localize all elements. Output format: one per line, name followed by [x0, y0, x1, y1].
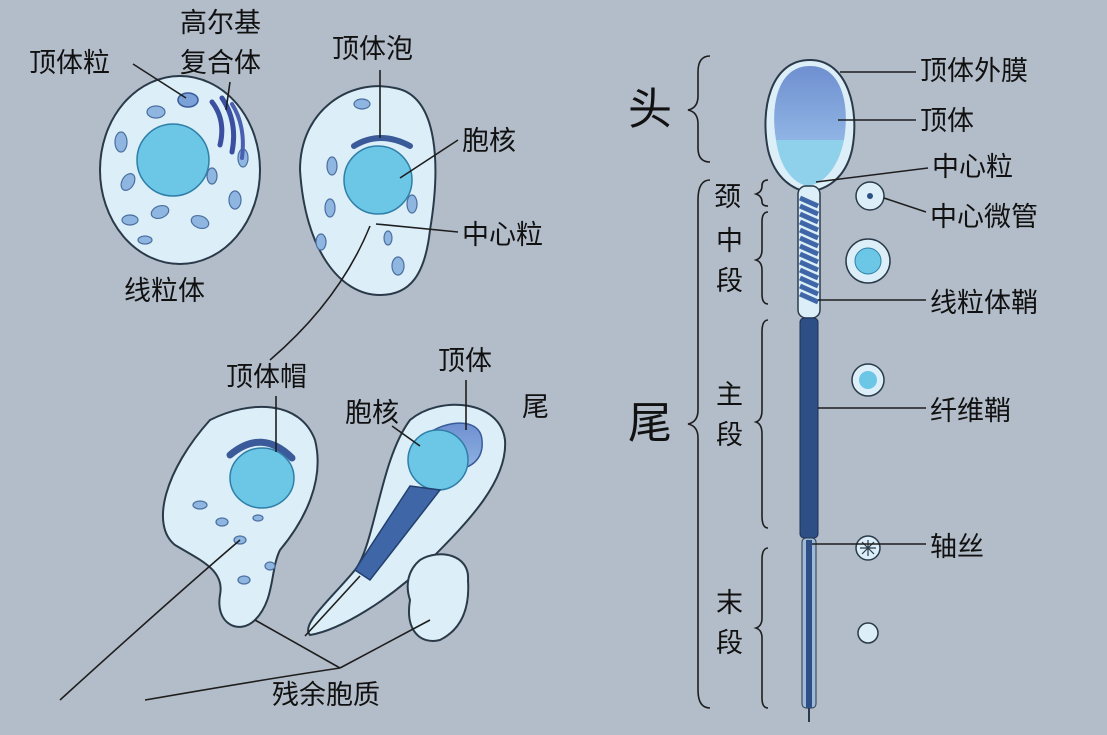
mitochondria-group: [315, 98, 418, 276]
cell-body: [161, 405, 319, 628]
sperm-nucleus: [776, 140, 844, 186]
middle-piece-label-2: 段: [716, 266, 743, 297]
sperm-acrosome: [774, 66, 846, 140]
leader-line: [225, 81, 231, 111]
nucleus: [343, 145, 413, 215]
flagellum-line: [59, 539, 241, 701]
spermatid-cell-late: 顶体 胞核 尾: [304, 346, 549, 642]
neck-label: 颈: [714, 182, 741, 213]
nucleus-label: 胞核: [462, 126, 516, 157]
residual-cytoplasm-body: [406, 553, 470, 642]
mitochondrial-sheath-label: 线粒体鞘: [930, 288, 1038, 319]
leader-line: [375, 223, 459, 233]
neck-brace: [753, 179, 769, 207]
mature-sperm: 头 尾 颈 中 段 主 段 末 段 顶体外膜 顶体 中心粒 中心微管 线粒体鞘 …: [628, 55, 1038, 722]
head-label: 头: [628, 84, 672, 135]
leader-line: [815, 167, 929, 183]
sperm-principal-piece: [799, 317, 819, 539]
tail-label: 尾: [628, 398, 672, 449]
spermatid-cell-cap: 顶体帽: [59, 362, 319, 701]
acrosome-label: 顶体: [920, 106, 974, 137]
nucleus: [407, 429, 469, 491]
axoneme-label: 轴丝: [930, 532, 984, 563]
end-piece-cross-section: [857, 622, 879, 644]
principal-piece-label-1: 主: [716, 380, 743, 411]
mitochondria-group: [114, 105, 249, 245]
principal-piece-brace: [753, 319, 769, 529]
golgi-label-line2: 复合体: [180, 48, 261, 79]
nucleus: [229, 447, 295, 509]
head-brace: [687, 55, 711, 163]
middle-piece: [353, 485, 442, 582]
nucleus-label: 胞核: [345, 398, 399, 429]
leader-line: [132, 63, 187, 99]
spermatid-cell-early: 顶体粒 高尔基 复合体 线粒体: [29, 8, 261, 307]
flagellum-line: [304, 575, 361, 637]
centriole-label: 中心粒: [462, 220, 543, 251]
central-microtubule-label: 中心微管: [930, 202, 1038, 233]
acrosomal-granule-label: 顶体粒: [29, 48, 110, 79]
acrosomal-cap-label: 顶体帽: [226, 362, 307, 393]
acrosomal-vesicle: [351, 135, 413, 149]
end-piece-label-2: 段: [716, 628, 743, 659]
tail-label: 尾: [522, 392, 549, 423]
golgi-complex: [209, 95, 245, 160]
acrosome-membrane-label: 顶体外膜: [920, 56, 1028, 87]
fibrous-sheath-label: 纤维鞘: [930, 396, 1011, 427]
flagellum-line: [269, 225, 371, 361]
residual-cytoplasm-label: 残余胞质: [272, 680, 380, 711]
end-piece-brace: [753, 547, 769, 709]
leader-line: [391, 425, 421, 447]
golgi-label-line1: 高尔基: [180, 8, 261, 39]
sperm-axoneme-core: [806, 540, 812, 708]
leader-line: [254, 619, 341, 669]
middle-piece-label-1: 中: [716, 226, 743, 257]
centriole-label: 中心粒: [932, 152, 1013, 183]
leader-line: [883, 197, 927, 213]
mitochondria-label: 线粒体: [124, 276, 205, 307]
middle-piece-brace: [753, 211, 769, 305]
leader-line: [144, 667, 341, 701]
acrosome-label: 顶体: [438, 346, 492, 377]
acrosomal-cap: [226, 438, 296, 462]
spermatid-cell-vesicle: 顶体泡 胞核 中心粒: [269, 34, 543, 361]
acrosomal-vesicle-label: 顶体泡: [332, 34, 413, 65]
leader-line: [339, 619, 431, 669]
tail-brace: [687, 179, 711, 709]
principal-piece-label-2: 段: [716, 420, 743, 451]
end-piece-label-1: 末: [716, 588, 743, 619]
nucleus: [136, 123, 210, 197]
leader-line: [399, 139, 459, 179]
mitochondrial-sheath: [798, 195, 820, 305]
